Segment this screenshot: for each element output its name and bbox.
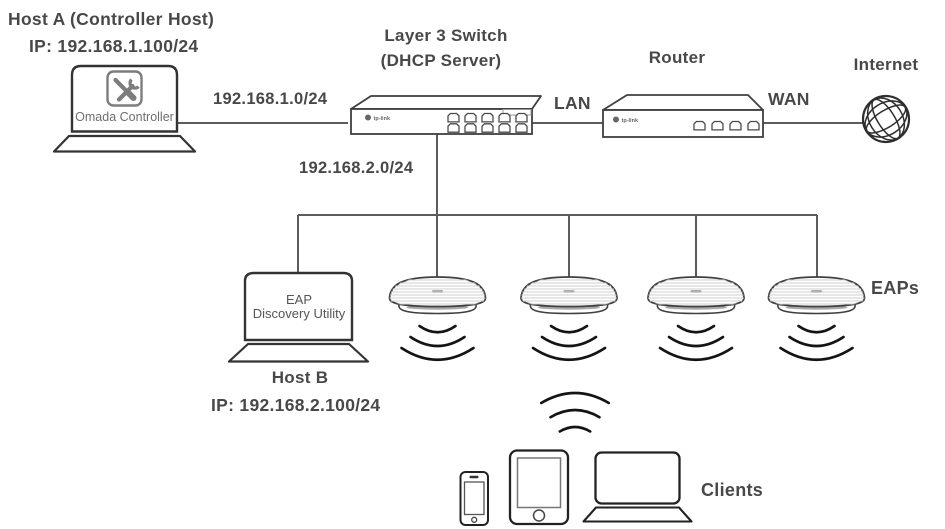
- lan-label: LAN: [554, 93, 591, 113]
- ethernet-port: [498, 123, 511, 133]
- host-a-ip: IP: 192.168.1.100/24: [29, 36, 199, 56]
- eap-utility-line2: Discovery Utility: [252, 306, 346, 322]
- switch-title: Layer 3 Switch: [384, 26, 508, 45]
- wan-label: WAN: [768, 89, 810, 109]
- clients-label: Clients: [701, 480, 764, 500]
- eap-device: [388, 277, 488, 314]
- client-phone: [459, 471, 489, 526]
- router-device: tp-link: [602, 94, 764, 138]
- wifi-signal-icon: [658, 324, 734, 362]
- eap-device: [767, 277, 867, 314]
- l3-switch-device: tp-link: [350, 95, 542, 135]
- eap-utility-line1: EAP: [285, 292, 312, 307]
- ethernet-port: [481, 112, 494, 123]
- internet-label: Internet: [853, 55, 919, 74]
- omada-controller-icon: [106, 70, 143, 107]
- ethernet-port: [464, 112, 477, 123]
- ethernet-port: [747, 120, 760, 131]
- tp-link-logo: tp-link: [365, 114, 391, 122]
- ethernet-port: [464, 123, 477, 133]
- subnet2-label: 192.168.2.0/24: [299, 159, 414, 177]
- ethernet-port: [447, 112, 460, 123]
- eap-discovery-utility-label: EAP Discovery Utility: [246, 292, 352, 322]
- ethernet-port: [498, 112, 511, 123]
- ethernet-port: [515, 123, 528, 133]
- host-a-laptop: [52, 64, 197, 153]
- tp-link-logo: tp-link: [613, 116, 639, 124]
- router-brand-text: tp-link: [622, 118, 639, 124]
- ethernet-port: [711, 120, 724, 131]
- subnet1-label: 192.168.1.0/24: [213, 90, 328, 108]
- switch-brand-text: tp-link: [374, 116, 391, 122]
- eap-device: [519, 277, 619, 314]
- host-b-title: Host B: [271, 368, 329, 387]
- host-b-laptop: [227, 271, 370, 363]
- wifi-signal-icon: [531, 324, 607, 362]
- switch-subtitle: (DHCP Server): [380, 51, 502, 70]
- wifi-signal-icon: [400, 324, 475, 362]
- host-b-ip: IP: 192.168.2.100/24: [211, 395, 381, 415]
- internet-globe-icon: [861, 94, 911, 144]
- laptop-base: [52, 134, 197, 153]
- ethernet-port: [447, 123, 460, 133]
- ethernet-port: [693, 120, 706, 131]
- ethernet-port: [515, 112, 528, 123]
- clients-wifi-signal-icon: [539, 391, 611, 433]
- ethernet-port: [729, 120, 742, 131]
- wifi-signal-icon: [779, 324, 854, 362]
- eaps-label: EAPs: [871, 278, 920, 298]
- connection-lines: [177, 122, 864, 280]
- client-laptop: [582, 451, 693, 523]
- client-tablet: [508, 449, 570, 526]
- omada-controller-label: Omada Controller: [75, 110, 174, 124]
- router-title: Router: [648, 48, 706, 67]
- laptop-base: [227, 342, 370, 363]
- host-a-title: Host A (Controller Host): [8, 9, 215, 29]
- ethernet-port: [481, 123, 494, 133]
- eap-device: [646, 277, 746, 314]
